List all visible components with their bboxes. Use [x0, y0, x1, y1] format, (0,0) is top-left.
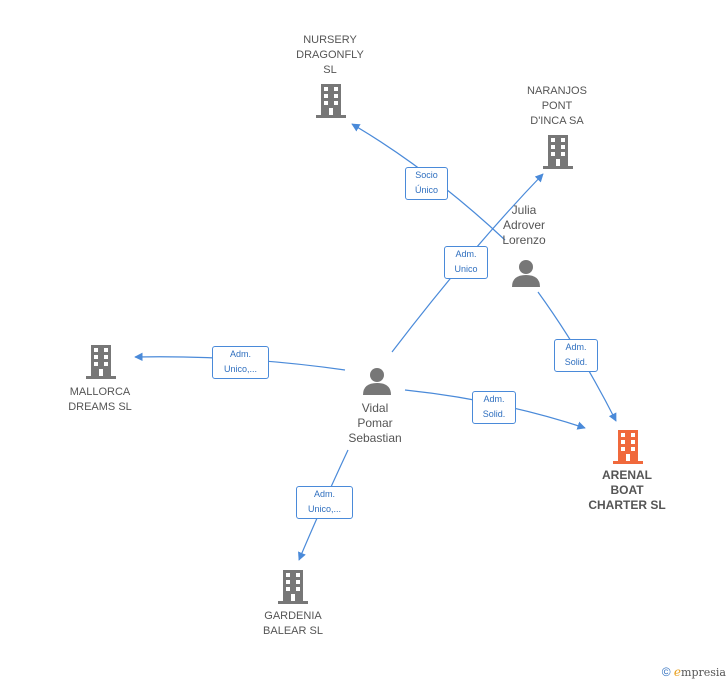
brand-logo-letter: e: [673, 665, 682, 679]
company-mallorca-label[interactable]: MALLORCA DREAMS SL: [68, 386, 132, 413]
person-icon[interactable]: [511, 258, 541, 288]
building-icon[interactable]: [278, 570, 308, 604]
company-arenal-label[interactable]: ARENAL BOAT CHARTER SL: [588, 468, 666, 512]
person-julia-label[interactable]: Julia Adrover Lorenzo: [502, 203, 546, 247]
edge-label-adm-solid-julia: Adm. Solid.: [554, 339, 598, 372]
edge-label-adm-unico-mallorca: Adm. Unico,...: [212, 346, 269, 379]
edge-label-socio-unico: Socio Único: [405, 167, 448, 200]
building-icon[interactable]: [613, 430, 643, 464]
building-icon[interactable]: [543, 135, 573, 169]
company-naranjos-label[interactable]: NARANJOS PONT D'INCA SA: [527, 85, 587, 127]
person-vidal-label[interactable]: Vidal Pomar Sebastian: [348, 401, 402, 445]
person-icon[interactable]: [362, 366, 392, 396]
edge-label-adm-solid-vidal: Adm. Solid.: [472, 391, 516, 424]
company-nursery-label[interactable]: NURSERY DRAGONFLY SL: [296, 34, 364, 76]
edge-label-adm-unico-gardenia: Adm. Unico,...: [296, 486, 353, 519]
edge-label-adm-unico-naranjos: Adm. Unico: [444, 246, 488, 279]
brand-logo-text: mpresia: [681, 666, 726, 679]
copyright-symbol: ©: [661, 665, 671, 679]
company-gardenia-label[interactable]: GARDENIA BALEAR SL: [263, 610, 323, 637]
building-icon[interactable]: [316, 84, 346, 118]
brand-watermark: © empresia: [662, 665, 726, 679]
building-icon[interactable]: [86, 345, 116, 379]
